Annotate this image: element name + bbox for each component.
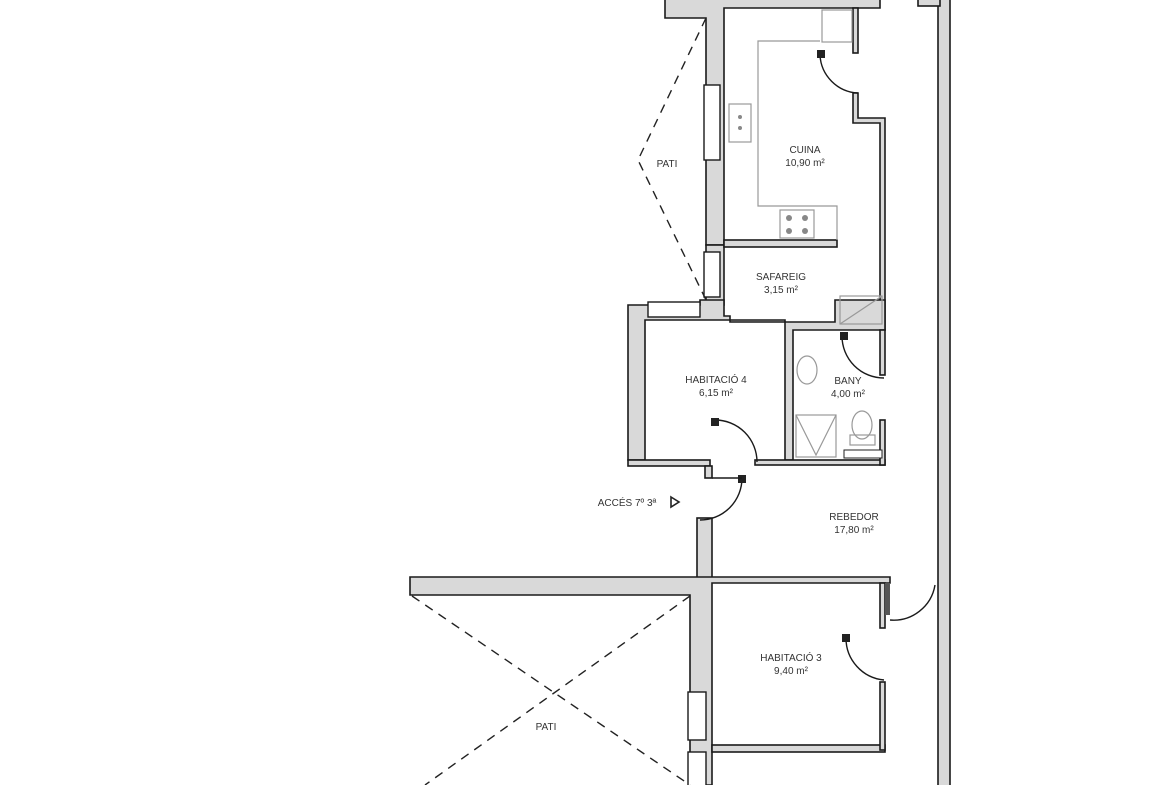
sink-icon <box>728 103 752 143</box>
cooktop-icon <box>779 209 815 239</box>
exterior-wall-right <box>917 0 951 785</box>
laundry-icon <box>839 295 883 325</box>
shower-icon <box>795 414 837 458</box>
kitchen-fixtures <box>728 9 883 325</box>
access-label: ACCÉS 7º 3ª <box>597 498 657 509</box>
access-arrow-icon <box>670 495 681 509</box>
patio-cross-line <box>411 595 691 785</box>
patio-cross-line <box>424 595 691 785</box>
doors <box>699 50 936 681</box>
patio-outline-top <box>637 17 707 301</box>
bathroom-fixtures <box>795 355 883 459</box>
patio-label: PATI <box>535 722 557 733</box>
washbasin-icon <box>796 355 818 385</box>
patio-label: PATI <box>656 159 678 170</box>
toilet-icon <box>851 410 873 440</box>
windows <box>647 84 721 785</box>
